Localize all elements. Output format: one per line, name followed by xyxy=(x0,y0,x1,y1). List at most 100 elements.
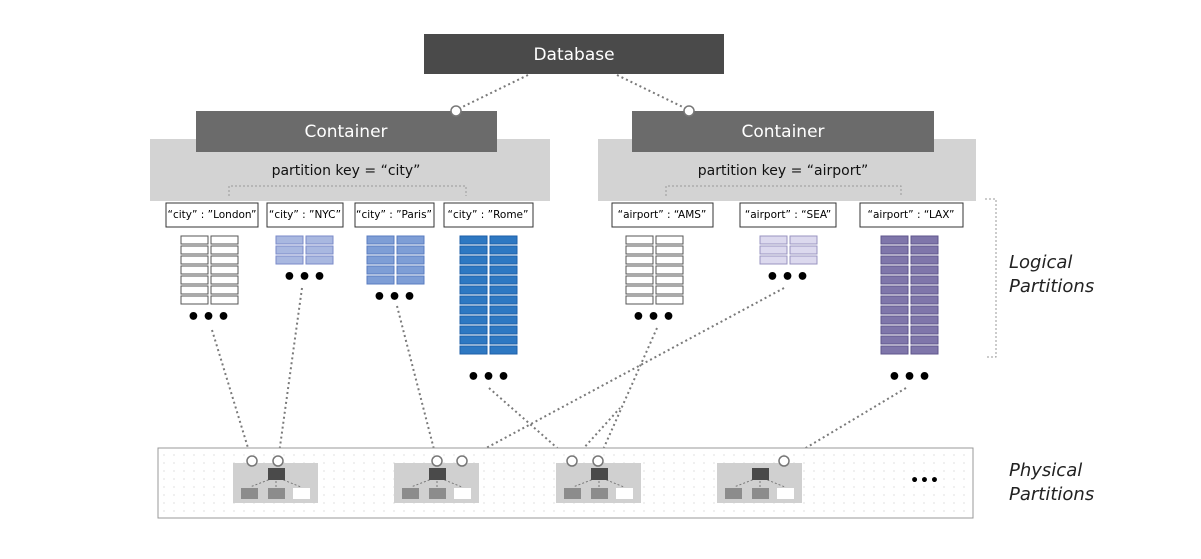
band-dot xyxy=(923,454,925,456)
container-box-city[interactable] xyxy=(196,111,497,152)
band-dot xyxy=(703,502,705,504)
document-row xyxy=(655,245,684,255)
document-row xyxy=(489,325,518,335)
band-dot xyxy=(873,478,875,480)
band-dot xyxy=(933,470,935,472)
document-row xyxy=(489,245,518,255)
band-dot xyxy=(703,470,705,472)
band-dot xyxy=(673,454,675,456)
band-dot xyxy=(483,470,485,472)
band-dot xyxy=(823,494,825,496)
follower-replica xyxy=(429,488,446,499)
band-dot xyxy=(473,454,475,456)
band-dot xyxy=(673,486,675,488)
document-row xyxy=(210,265,239,275)
logical-partitions-label-line2: Partitions xyxy=(1009,276,1094,297)
band-dot xyxy=(893,494,895,496)
band-dot xyxy=(523,470,525,472)
follower-replica xyxy=(241,488,258,499)
connector-line xyxy=(488,387,573,462)
band-dot xyxy=(873,470,875,472)
band-dot xyxy=(953,494,955,496)
band-dot xyxy=(393,510,395,512)
band-dot xyxy=(673,470,675,472)
band-dot xyxy=(923,494,925,496)
logical-partition-city-rome[interactable]: “city” : ”Rome” xyxy=(443,202,534,228)
band-dot xyxy=(193,478,195,480)
logical-partition-airport-ams[interactable]: “airport” : “AMS” xyxy=(611,202,714,228)
band-dot xyxy=(843,454,845,456)
band-dot xyxy=(923,478,925,480)
band-dot xyxy=(213,470,215,472)
band-dot xyxy=(563,454,565,456)
document-row xyxy=(759,255,788,265)
logical-partition-city-nyc[interactable]: “city” : ”NYC” xyxy=(266,202,344,228)
connection-point xyxy=(431,455,443,467)
band-dot xyxy=(843,478,845,480)
document-row xyxy=(366,275,395,285)
logical-partition-airport-lax[interactable]: “airport” : “LAX” xyxy=(859,202,964,228)
partition-label: “city” : ”London” xyxy=(168,209,257,221)
band-dot xyxy=(383,470,385,472)
band-dot xyxy=(503,462,505,464)
band-dot xyxy=(353,510,355,512)
band-dot xyxy=(713,454,715,456)
band-dot xyxy=(923,462,925,464)
band-dot xyxy=(553,486,555,488)
band-dot xyxy=(683,486,685,488)
band-dot xyxy=(183,502,185,504)
document-row xyxy=(910,265,939,275)
document-row xyxy=(880,285,909,295)
band-dot xyxy=(293,510,295,512)
band-dot xyxy=(843,494,845,496)
band-dot xyxy=(833,478,835,480)
band-dot xyxy=(693,454,695,456)
band-dot xyxy=(403,510,405,512)
band-dot xyxy=(793,454,795,456)
band-dot xyxy=(363,486,365,488)
band-dot xyxy=(883,462,885,464)
band-dot xyxy=(853,462,855,464)
band-dot xyxy=(543,462,545,464)
document-row xyxy=(180,295,209,305)
band-dot xyxy=(953,486,955,488)
band-dot xyxy=(293,454,295,456)
band-dot xyxy=(923,486,925,488)
band-dot xyxy=(693,494,695,496)
container-box-airport[interactable] xyxy=(632,111,934,152)
band-dot xyxy=(523,494,525,496)
band-dot xyxy=(883,494,885,496)
band-dot xyxy=(353,502,355,504)
band-dot xyxy=(423,454,425,456)
band-dot xyxy=(333,462,335,464)
band-dot xyxy=(323,462,325,464)
band-dot xyxy=(303,510,305,512)
band-dot xyxy=(373,470,375,472)
database-box[interactable] xyxy=(424,34,724,74)
band-dot xyxy=(863,470,865,472)
band-dot xyxy=(513,502,515,504)
logical-partition-city-london[interactable]: “city” : ”London” xyxy=(165,202,259,228)
document-row xyxy=(180,245,209,255)
band-dot xyxy=(653,470,655,472)
band-dot xyxy=(943,494,945,496)
document-row xyxy=(880,325,909,335)
band-dot xyxy=(373,454,375,456)
band-dot xyxy=(583,510,585,512)
band-dot xyxy=(843,510,845,512)
band-dot xyxy=(673,502,675,504)
band-dot xyxy=(833,494,835,496)
leader-replica xyxy=(591,468,608,480)
band-dot xyxy=(593,510,595,512)
logical-partition-airport-sea[interactable]: “airport” : “SEA” xyxy=(739,202,837,228)
ellipsis-lax: ••• xyxy=(887,365,932,390)
logical-partition-city-paris[interactable]: “city” : ”Paris” xyxy=(354,202,435,228)
band-dot xyxy=(553,494,555,496)
band-dot xyxy=(313,454,315,456)
band-dot xyxy=(543,510,545,512)
band-dot xyxy=(383,462,385,464)
document-row xyxy=(625,265,654,275)
band-dot xyxy=(513,454,515,456)
document-row xyxy=(910,325,939,335)
band-dot xyxy=(963,494,965,496)
